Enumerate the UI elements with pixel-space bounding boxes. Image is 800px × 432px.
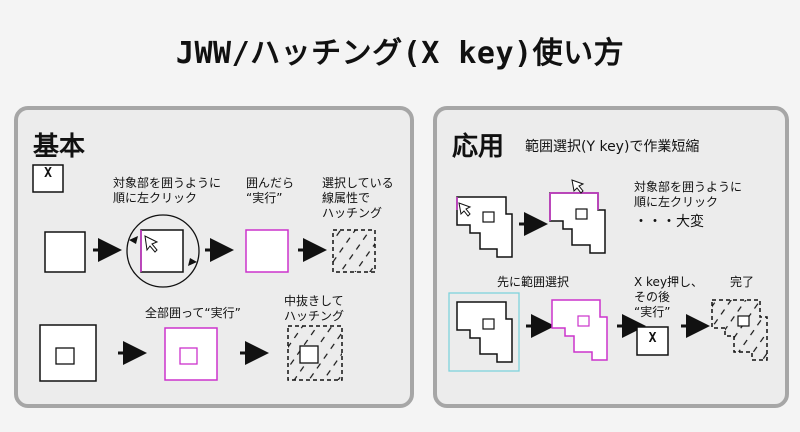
cursor-icon <box>144 235 159 253</box>
applied-polygon-4 <box>551 299 608 361</box>
hole-selected-inner <box>179 347 198 365</box>
applied-step3-caption: 完了 <box>730 275 755 289</box>
basic-click-square <box>140 229 184 273</box>
basic-heading: 基本 <box>33 132 86 162</box>
applied-step2-caption: X key押し、 その後 “実行” <box>634 275 704 319</box>
applied-note-hard: ・・・大変 <box>634 214 704 230</box>
cursor-icon <box>571 179 585 194</box>
basic-target-square <box>44 231 86 273</box>
range-selection-box <box>448 292 520 372</box>
applied-polygon-2 <box>549 192 606 254</box>
applied-step1-caption: 先に範囲選択 <box>497 275 570 289</box>
x-key-label: X <box>44 166 52 181</box>
rotate-arrowhead-icon <box>188 258 197 266</box>
applied-polygon-1 <box>456 196 513 258</box>
applied-note: 対象部を囲うように 順に左クリック <box>634 180 743 209</box>
applied-subheading: 範囲選択(Y key)で作業短縮 <box>525 139 700 155</box>
basic-selected-square <box>245 229 289 273</box>
basic-step4-caption: 全部囲って“実行” <box>145 306 241 320</box>
applied-heading: 応用 <box>452 132 505 162</box>
basic-step3-caption: 選択している 線属性で ハッチング <box>322 176 394 220</box>
basic-step2-caption: 囲んだら “実行” <box>246 176 295 205</box>
basic-step5-caption: 中抜きして ハッチング <box>284 294 345 323</box>
applied-hatched-polygon <box>711 299 768 361</box>
page-title: JWW/ハッチング(X key)使い方 <box>175 36 625 71</box>
rotate-circle-icon <box>126 214 200 288</box>
x-key-box-2 <box>636 326 669 356</box>
applied-panel <box>433 106 789 408</box>
basic-step1-caption: 対象部を囲うように 順に左クリック <box>113 176 222 205</box>
hole-inner-square <box>55 347 75 365</box>
x-key-box <box>32 164 64 193</box>
cursor-icon <box>458 202 472 217</box>
applied-polygon-3 <box>456 301 513 363</box>
basic-hatched-square <box>332 229 376 273</box>
x-key-label-2: X <box>648 331 657 346</box>
hole-hatched-inner <box>299 345 319 364</box>
rotate-arrowhead-icon <box>129 236 138 244</box>
